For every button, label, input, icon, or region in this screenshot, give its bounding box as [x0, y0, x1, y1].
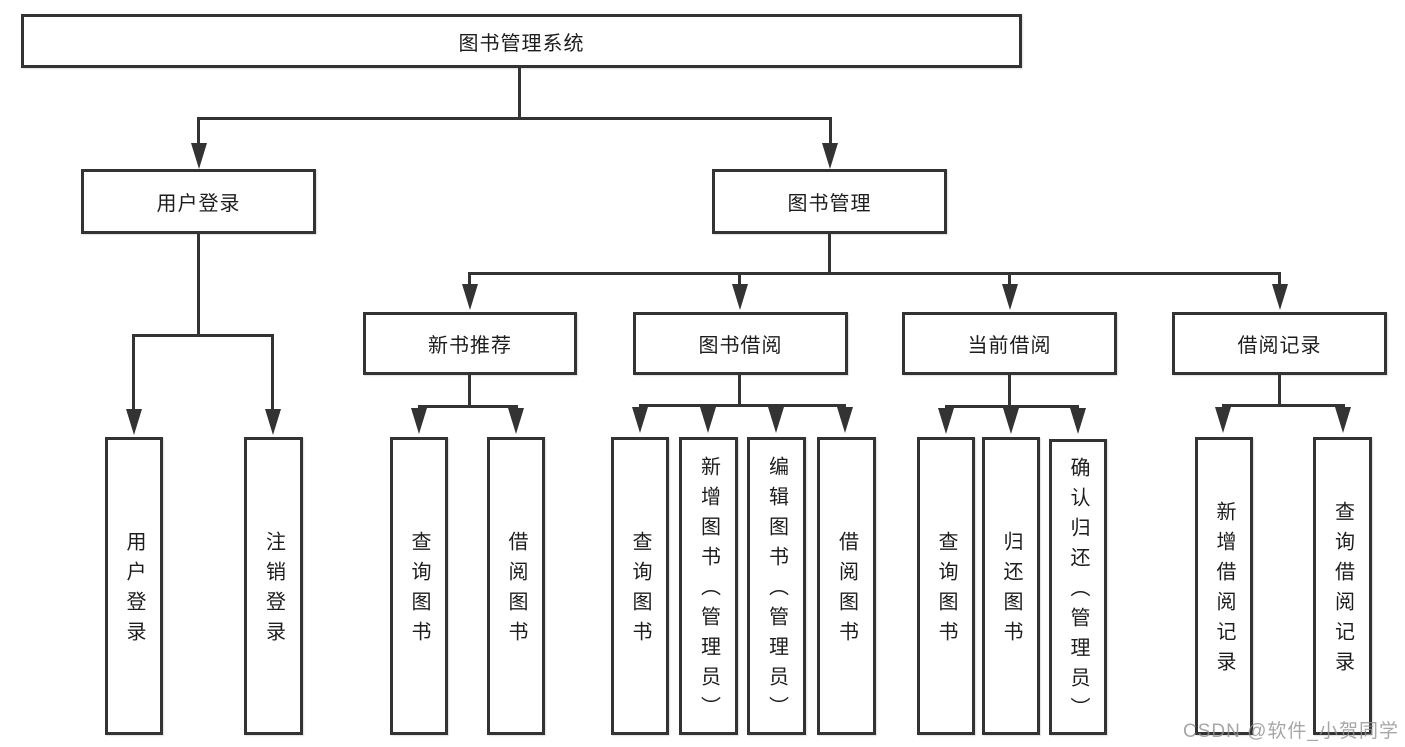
connector-line [639, 404, 846, 407]
node-book-management: 图书管理 [712, 169, 947, 234]
connector-line [1008, 375, 1011, 408]
connector-line [468, 272, 1281, 275]
leaf-confirm-return-admin: 确认归还（管理员） [1049, 439, 1107, 735]
arrow-down-icon [411, 408, 427, 434]
leaf-edit-book-admin: 编辑图书（管理员） [747, 437, 806, 735]
connector-line [468, 272, 471, 286]
arrow-down-icon [462, 284, 478, 310]
leaf-query-book-3: 查询图书 [917, 437, 975, 735]
connector-line [132, 334, 135, 410]
node-current-borrow: 当前借阅 [902, 312, 1117, 375]
node-user-login: 用户登录 [81, 169, 316, 234]
connector-line [271, 334, 274, 410]
connector-line [738, 272, 741, 286]
arrow-down-icon [1002, 284, 1018, 310]
arrow-down-icon [822, 143, 838, 169]
arrow-down-icon [1003, 408, 1019, 434]
leaf-query-book-2: 查询图书 [611, 437, 669, 735]
connector-line [197, 117, 200, 145]
connector-line [1222, 404, 1345, 407]
node-borrow-record: 借阅记录 [1172, 312, 1387, 375]
arrow-down-icon [265, 409, 281, 435]
node-root: 图书管理系统 [21, 14, 1022, 68]
connector-line [945, 405, 1079, 408]
leaf-query-book-1: 查询图书 [390, 437, 448, 735]
arrow-down-icon [1272, 284, 1288, 310]
leaf-add-borrow-record: 新增借阅记录 [1195, 437, 1253, 735]
node-new-book-recommend: 新书推荐 [363, 312, 577, 375]
leaf-add-book-admin: 新增图书（管理员） [679, 437, 738, 735]
connector-line [1278, 272, 1281, 286]
csdn-watermark: CSDN @软件_小贺同学 [1183, 721, 1399, 742]
arrow-down-icon [126, 409, 142, 435]
arrow-down-icon [837, 407, 853, 433]
connector-line [468, 375, 471, 408]
connector-line [197, 234, 200, 337]
connector-line [132, 334, 274, 337]
connector-line [1278, 375, 1281, 407]
connector-line [1008, 272, 1011, 286]
arrow-down-icon [1215, 407, 1231, 433]
arrow-down-icon [632, 407, 648, 433]
connector-line [738, 375, 741, 407]
arrow-down-icon [1070, 408, 1086, 434]
connector-line [829, 117, 832, 145]
arrow-down-icon [938, 408, 954, 434]
arrow-down-icon [768, 407, 784, 433]
connector-line [197, 117, 832, 120]
leaf-borrow-book-1: 借阅图书 [487, 437, 545, 735]
arrow-down-icon [732, 284, 748, 310]
arrow-down-icon [191, 143, 207, 169]
connector-line [828, 234, 831, 275]
connector-line [518, 68, 521, 118]
leaf-query-borrow-record: 查询借阅记录 [1313, 437, 1372, 735]
leaf-borrow-book-2: 借阅图书 [817, 437, 876, 735]
leaf-logout: 注销登录 [244, 437, 303, 735]
arrow-down-icon [508, 408, 524, 434]
leaf-return-book: 归还图书 [982, 437, 1040, 735]
connector-line [418, 405, 518, 408]
node-book-borrow: 图书借阅 [633, 312, 848, 375]
arrow-down-icon [1335, 407, 1351, 433]
arrow-down-icon [700, 407, 716, 433]
leaf-user-login: 用户登录 [105, 437, 163, 735]
